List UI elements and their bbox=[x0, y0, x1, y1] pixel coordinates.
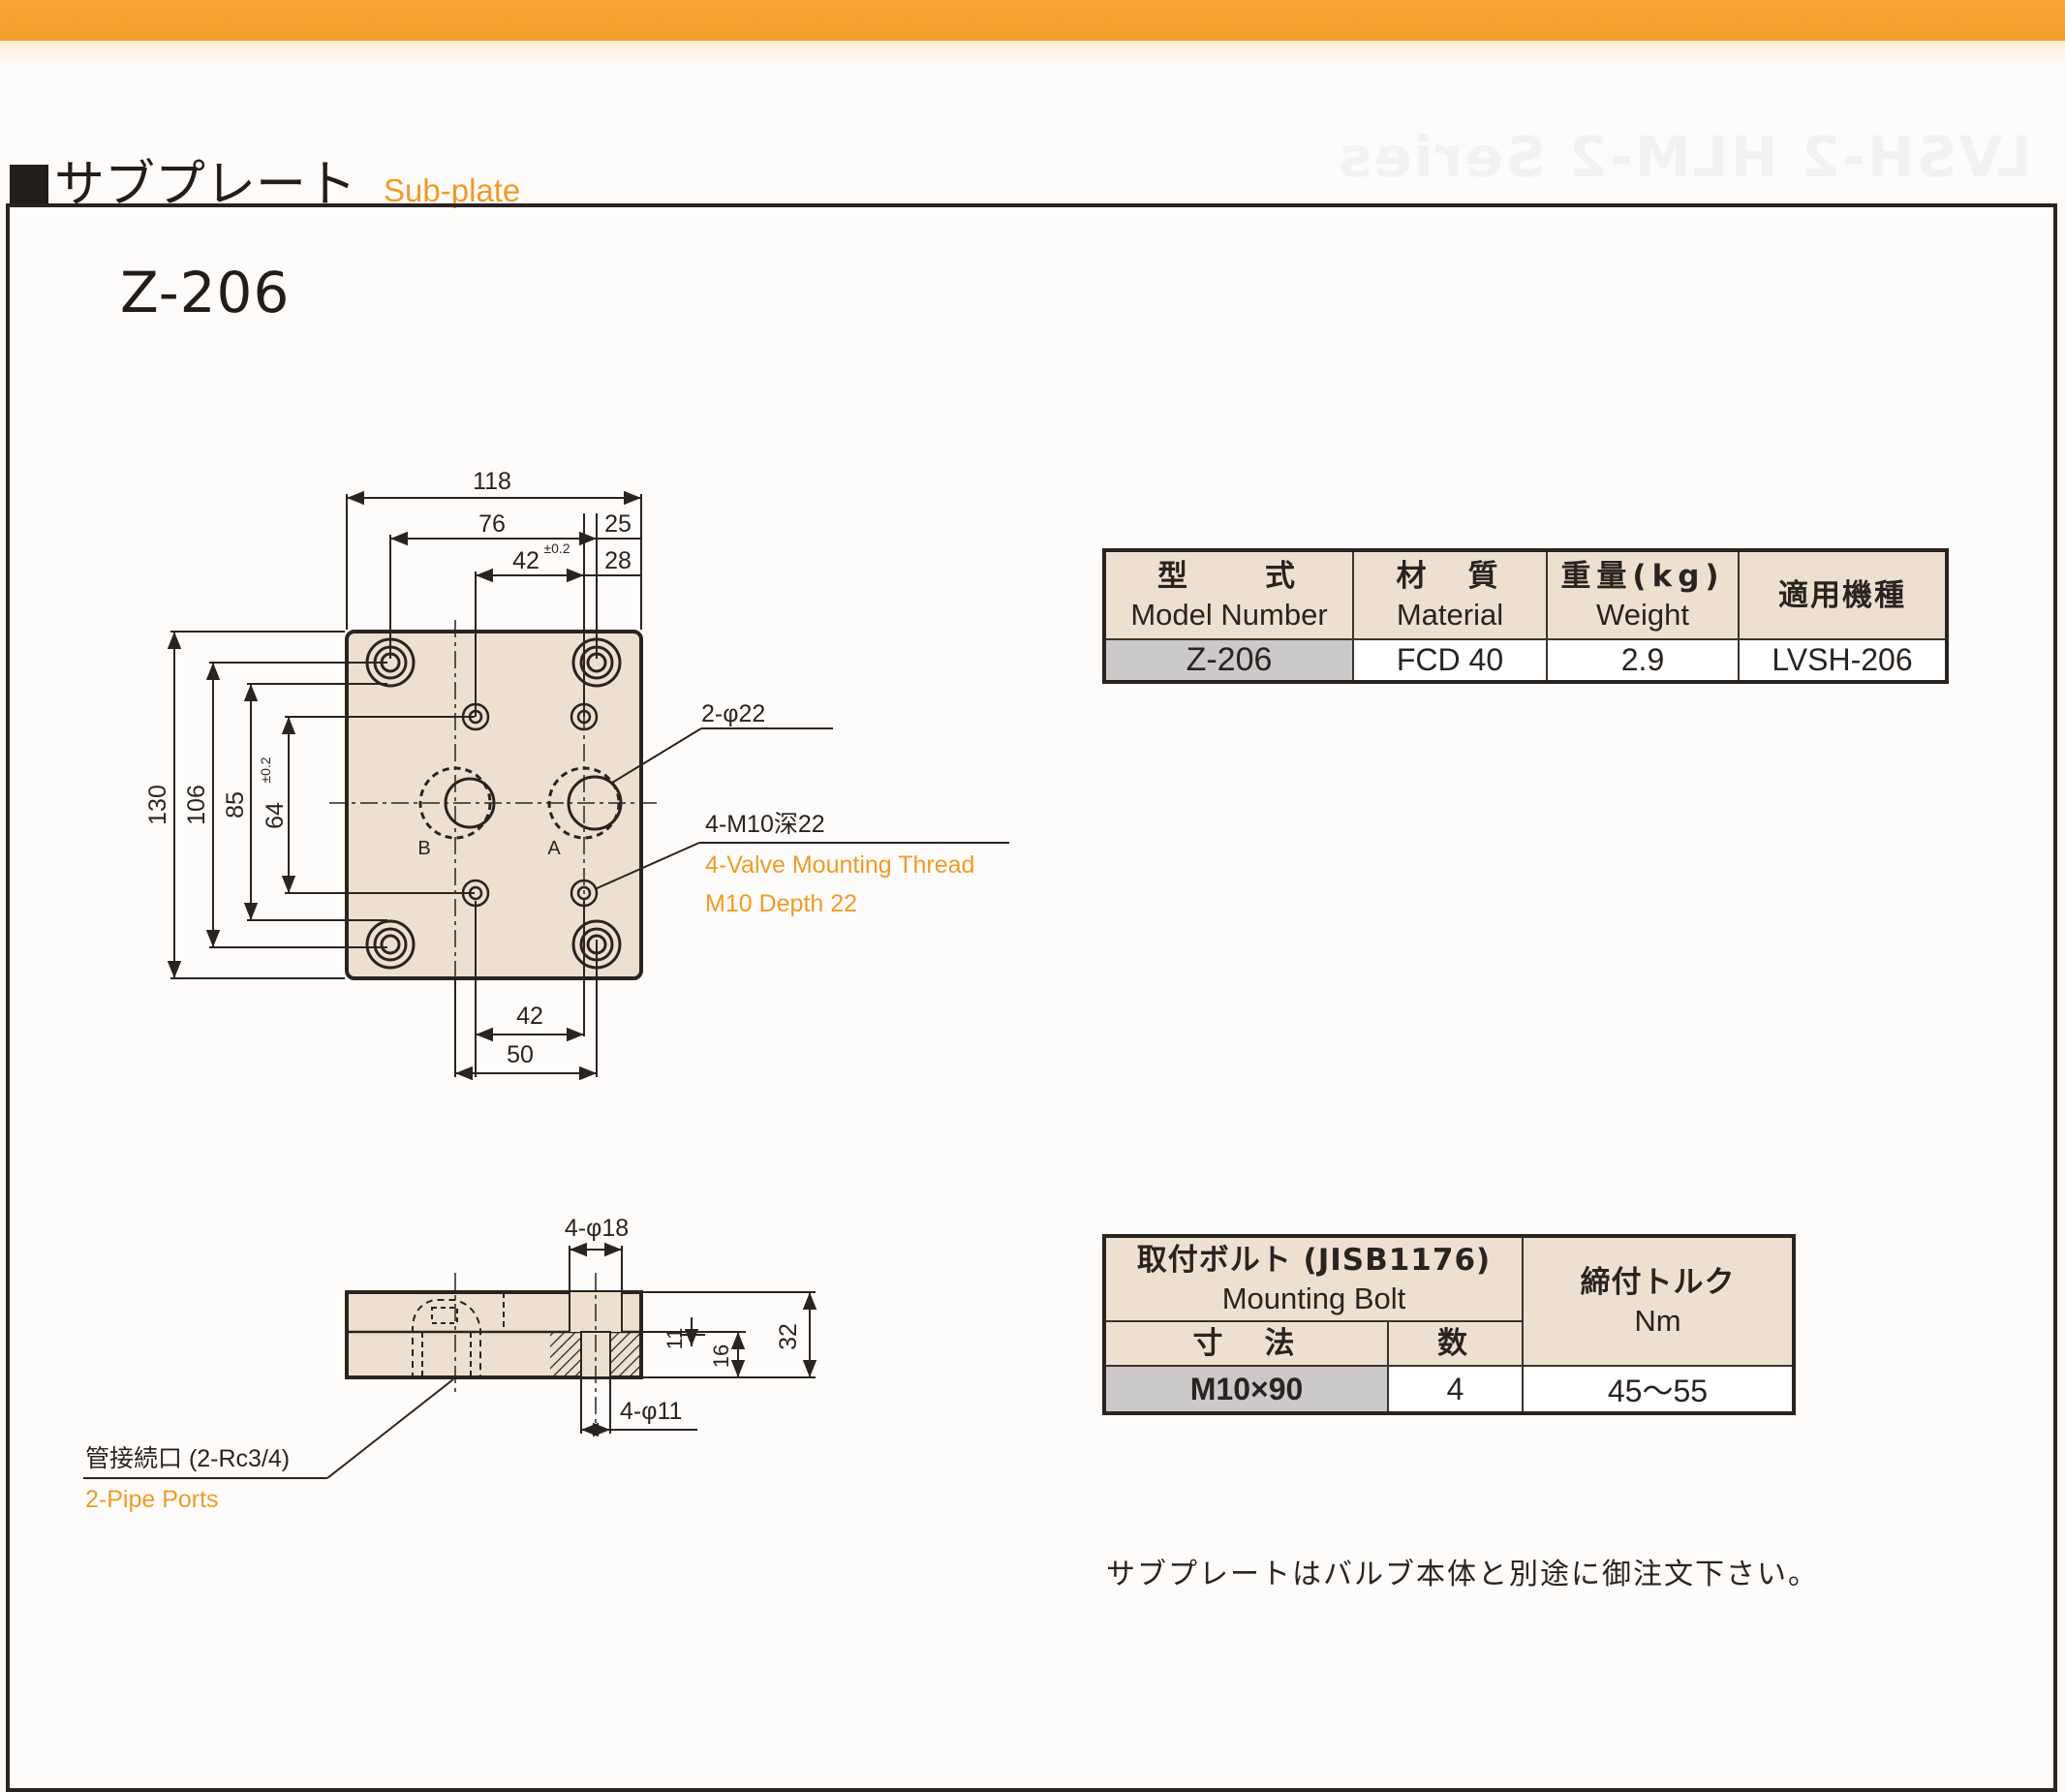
spec-header-row: 型 式 Model Number 材 質 Material 重量(kg) Wei… bbox=[1103, 549, 1948, 640]
corner-hole-tr bbox=[571, 637, 622, 688]
spec-weight-value: 2.9 bbox=[1546, 638, 1740, 683]
top-accent-bar bbox=[0, 0, 2065, 41]
callout-thread-en-2: M10 Depth 22 bbox=[705, 890, 857, 917]
dim-42-bottom: 42 bbox=[516, 1003, 543, 1030]
dim-16: 16 bbox=[709, 1344, 733, 1368]
bolt-torque-header: 締付トルク Nm bbox=[1521, 1235, 1796, 1367]
plan-view bbox=[167, 490, 1009, 1081]
corner-hole-br bbox=[571, 919, 622, 970]
dim-25: 25 bbox=[604, 510, 632, 538]
callout-thread-en-1: 4-Valve Mounting Thread bbox=[705, 851, 974, 879]
port-a-label: A bbox=[547, 838, 561, 859]
port-b bbox=[418, 766, 496, 840]
bolt-size-value: M10×90 bbox=[1102, 1365, 1390, 1414]
section-title-en: Sub-plate bbox=[384, 172, 521, 208]
spec-material-value: FCD 40 bbox=[1352, 638, 1548, 683]
model-title: Z-206 bbox=[120, 260, 291, 325]
pipe-ports-en: 2-Pipe Ports bbox=[85, 1486, 219, 1513]
dim-130: 130 bbox=[144, 785, 171, 825]
bolt-title-row: 取付ボルト (JISB1176) Mounting Bolt 締付トルク Nm bbox=[1103, 1235, 1796, 1367]
callout-thread-jp: 4-M10深22 bbox=[705, 811, 825, 838]
dim-32: 32 bbox=[775, 1323, 802, 1350]
mounting-thread-holes bbox=[461, 702, 599, 908]
dim-28: 28 bbox=[604, 547, 632, 574]
bolt-title-cell: 取付ボルト (JISB1176) Mounting Bolt bbox=[1103, 1235, 1524, 1322]
heading-square-icon bbox=[10, 165, 48, 203]
bolt-size-header: 寸 法 bbox=[1102, 1320, 1390, 1367]
dim-4-phi18: 4-φ18 bbox=[565, 1215, 629, 1242]
spec-header-material: 材 質 Material bbox=[1352, 549, 1548, 640]
bolt-torque-value: 45～55 bbox=[1521, 1365, 1796, 1414]
dim-64: 64 bbox=[262, 802, 289, 829]
tolerance-side: ±0.2 bbox=[258, 757, 273, 783]
spec-model-value: Z-206 bbox=[1103, 638, 1354, 683]
dim-50: 50 bbox=[507, 1041, 534, 1068]
dim-85: 85 bbox=[222, 791, 249, 819]
bolt-table: 取付ボルト (JISB1176) Mounting Bolt 締付トルク Nm … bbox=[1102, 1234, 1796, 1415]
port-a bbox=[547, 766, 623, 840]
spec-applicable-value: LVSH-206 bbox=[1738, 638, 1948, 683]
pipe-ports-jp: 管接続口 (2-Rc3/4) bbox=[85, 1445, 290, 1472]
bolt-qty-value: 4 bbox=[1387, 1365, 1524, 1414]
bolt-qty-header: 数 bbox=[1387, 1320, 1524, 1367]
dim-118: 118 bbox=[473, 468, 511, 495]
spec-header-weight: 重量(kg) Weight bbox=[1546, 549, 1740, 640]
dim-4-phi11: 4-φ11 bbox=[620, 1398, 682, 1425]
dim-76: 76 bbox=[478, 510, 506, 538]
corner-hole-bl bbox=[365, 919, 416, 970]
callout-2-phi22: 2-φ22 bbox=[701, 700, 765, 727]
order-note: サブプレートはバルブ本体と別途に御注文下さい。 bbox=[1106, 1558, 1819, 1591]
spec-table: 型 式 Model Number 材 質 Material 重量(kg) Wei… bbox=[1102, 548, 1949, 684]
dim-11: 11 bbox=[663, 1328, 687, 1350]
bolt-data-row: M10×90 4 45～55 bbox=[1102, 1365, 1796, 1414]
spec-data-row: Z-206 FCD 40 2.9 LVSH-206 bbox=[1103, 638, 1948, 683]
tolerance-top: ±0.2 bbox=[543, 541, 570, 556]
dim-106: 106 bbox=[183, 785, 210, 825]
spec-header-model: 型 式 Model Number bbox=[1103, 549, 1354, 640]
port-b-label: B bbox=[417, 838, 430, 859]
corner-hole-tl bbox=[365, 637, 416, 688]
side-view bbox=[83, 1242, 817, 1479]
dim-42-top: 42 bbox=[512, 547, 539, 574]
spec-header-applicable: 適用機種 bbox=[1738, 549, 1948, 640]
top-accent-fade bbox=[0, 41, 2065, 64]
